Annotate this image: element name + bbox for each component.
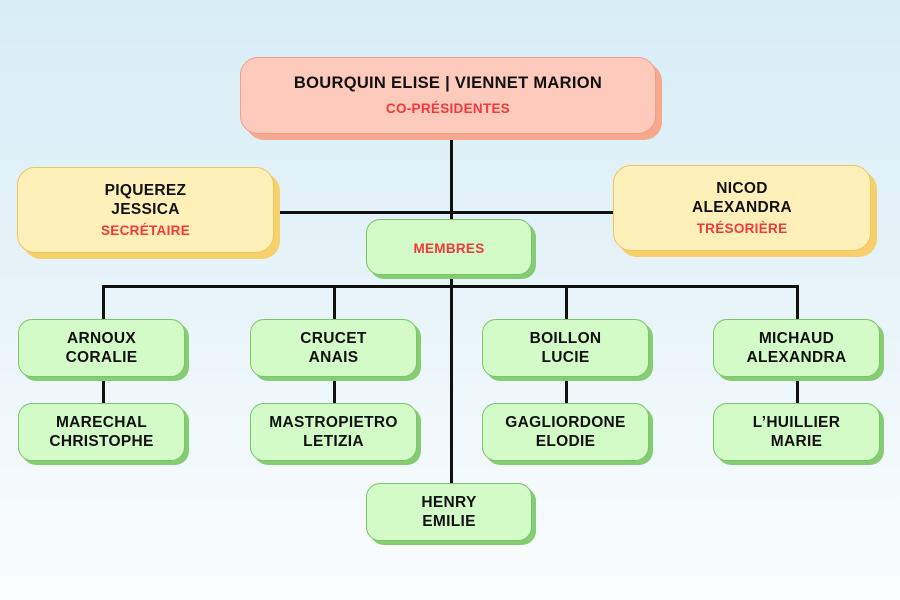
member-node: L’HUILLIER MARIE: [713, 403, 880, 461]
connector-officers-horizontal: [273, 211, 614, 214]
presidents-role: CO-PRÉSIDENTES: [385, 100, 511, 116]
secretary-name-line2: JESSICA: [111, 200, 180, 218]
member-name: CHRISTOPHE: [49, 433, 154, 450]
member-name: ANAIS: [308, 349, 359, 366]
connector: [102, 285, 105, 319]
member-name: EMILIE: [422, 513, 476, 530]
connector: [102, 376, 105, 404]
members-label: MEMBRES: [413, 240, 485, 256]
member-node: GAGLIORDONE ELODIE: [482, 403, 649, 461]
presidents-node: BOURQUIN ELISE | VIENNET MARION CO-PRÉSI…: [240, 57, 656, 134]
treasurer-name-line1: NICOD: [716, 179, 768, 197]
secretary-role: SECRÉTAIRE: [100, 222, 190, 238]
member-name: BOILLON: [529, 330, 602, 347]
connector: [333, 376, 336, 404]
connector: [796, 376, 799, 404]
connector: [796, 285, 799, 319]
member-name: ALEXANDRA: [746, 349, 847, 366]
member-node: MICHAUD ALEXANDRA: [713, 319, 880, 377]
secretary-node: PIQUEREZ JESSICA SECRÉTAIRE: [17, 167, 274, 253]
member-name: L’HUILLIER: [752, 414, 841, 431]
member-node: HENRY EMILIE: [366, 483, 532, 541]
treasurer-node: NICOD ALEXANDRA TRÉSORIÈRE: [613, 165, 871, 251]
member-name: MARIE: [770, 433, 823, 450]
member-node: ARNOUX CORALIE: [18, 319, 185, 377]
treasurer-name-line2: ALEXANDRA: [691, 198, 792, 216]
members-node: MEMBRES: [366, 219, 532, 275]
connector: [333, 285, 336, 319]
member-name: LETIZIA: [303, 433, 364, 450]
connector: [565, 285, 568, 319]
member-name: ELODIE: [535, 433, 596, 450]
connector-main-vertical: [450, 133, 453, 483]
treasurer-role: TRÉSORIÈRE: [696, 220, 788, 236]
member-node: MASTROPIETRO LETIZIA: [250, 403, 417, 461]
member-node: MARECHAL CHRISTOPHE: [18, 403, 185, 461]
secretary-name-line1: PIQUEREZ: [104, 181, 187, 199]
connector: [565, 376, 568, 404]
member-node: BOILLON LUCIE: [482, 319, 649, 377]
member-name: HENRY: [421, 494, 477, 511]
member-name: LUCIE: [541, 349, 590, 366]
member-node: CRUCET ANAIS: [250, 319, 417, 377]
member-name: GAGLIORDONE: [505, 414, 626, 431]
member-name: ARNOUX: [67, 330, 136, 347]
member-name: MARECHAL: [55, 414, 148, 431]
presidents-names: BOURQUIN ELISE | VIENNET MARION: [293, 73, 603, 92]
connector-members-horizontal: [102, 285, 799, 288]
member-name: CRUCET: [300, 330, 367, 347]
member-name: MICHAUD: [758, 330, 835, 347]
member-name: CORALIE: [65, 349, 138, 366]
member-name: MASTROPIETRO: [269, 414, 398, 431]
